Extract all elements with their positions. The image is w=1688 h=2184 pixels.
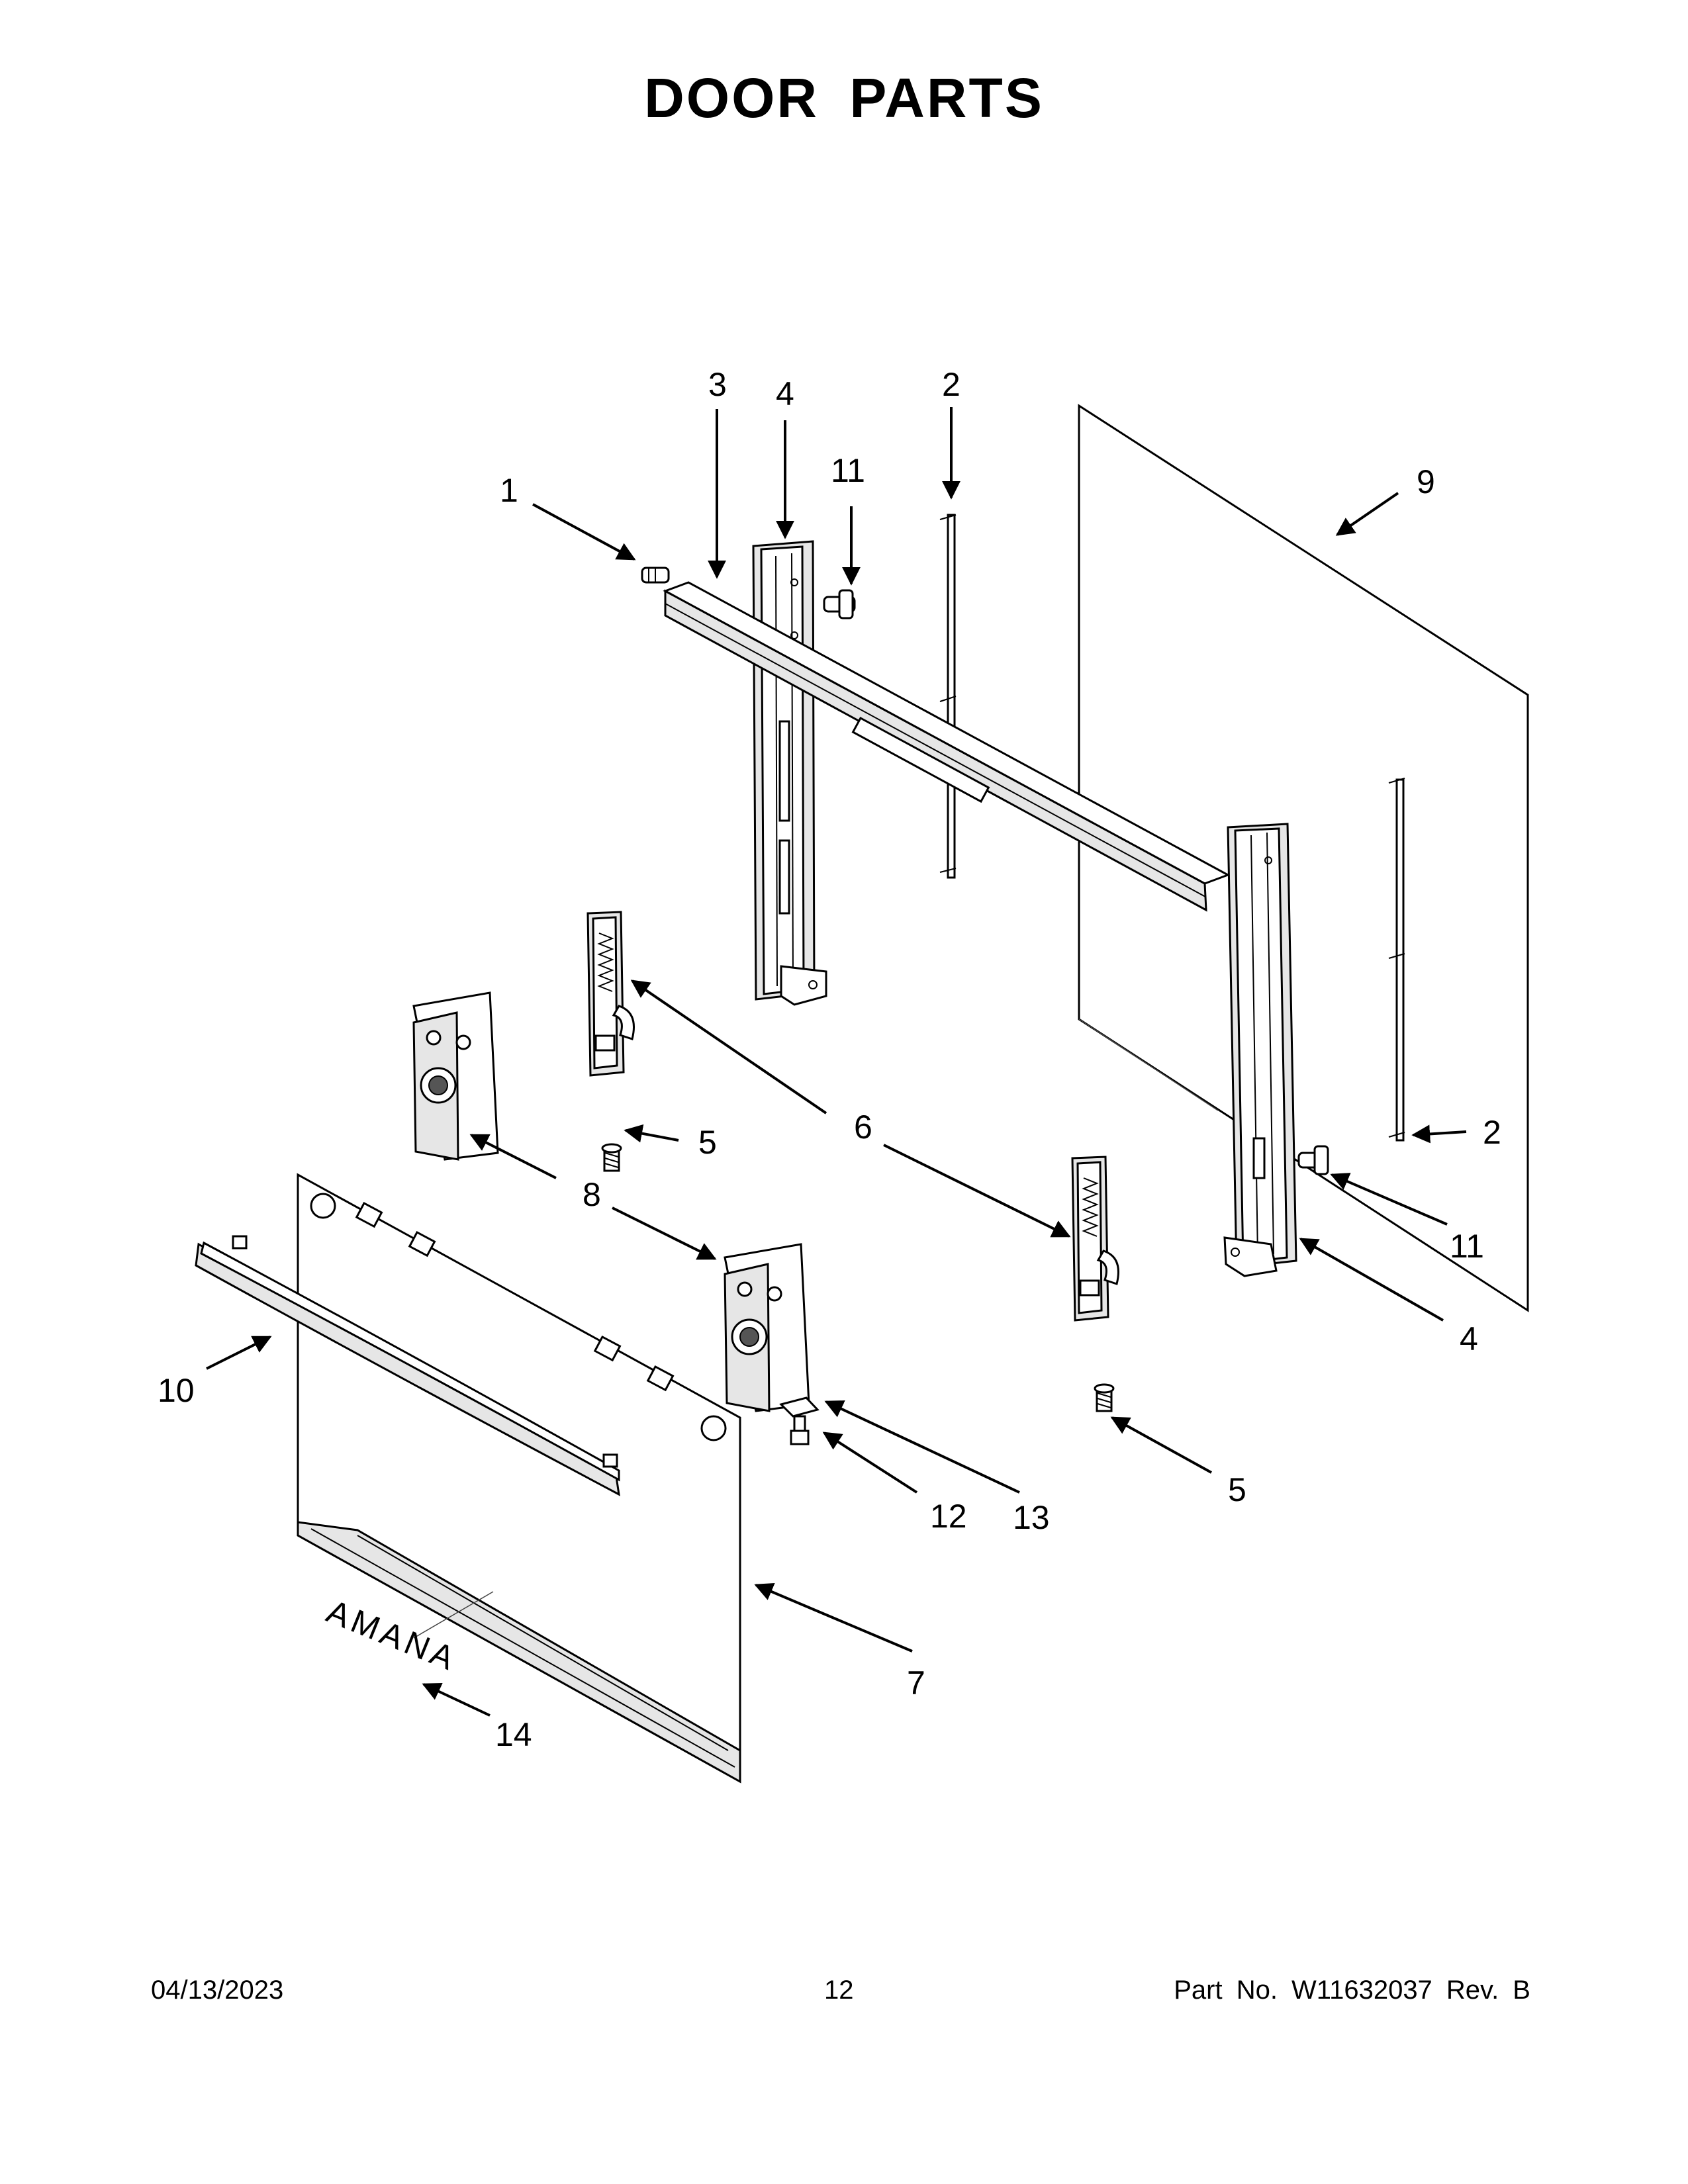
footer-date: 04/13/2023: [151, 1976, 284, 2005]
callout-12: 12: [930, 1498, 967, 1535]
hinge-receptacle-left: [412, 991, 499, 1161]
door-bumper: [790, 1415, 810, 1445]
outer-door-panel: [297, 1173, 741, 1784]
callout-5-left: 5: [698, 1124, 717, 1161]
hinge-right: [1071, 1156, 1119, 1322]
door-handle: [195, 1235, 620, 1496]
callout-2-right: 2: [1483, 1114, 1501, 1151]
page-title: DOOR PARTS: [644, 67, 1044, 129]
callout-9: 9: [1417, 463, 1435, 500]
hinge-left: [586, 911, 635, 1077]
callout-numbers: 1 3 4 11 2 9 6 5 8 2 11 4 10 5 12 13 7 1…: [158, 366, 1501, 1753]
screw-right-frame: [1297, 1145, 1329, 1175]
callout-8: 8: [583, 1176, 601, 1213]
footer-page-number: 12: [824, 1976, 854, 2005]
callout-11-right: 11: [1450, 1228, 1484, 1265]
door-side-frame-right: [1223, 823, 1297, 1277]
callout-1: 1: [500, 472, 518, 509]
footer-part-number: Part No. W11632037 Rev. B: [1174, 1976, 1530, 2005]
hinge-screw-left: [601, 1143, 622, 1172]
callout-13: 13: [1013, 1499, 1050, 1536]
top-door-channel: [663, 581, 1231, 912]
bumper-pad: [779, 1396, 820, 1418]
callout-4-top: 4: [776, 375, 794, 412]
glass-retainer-right: [1388, 778, 1405, 1142]
callout-10: 10: [158, 1372, 195, 1409]
callout-6: 6: [854, 1109, 872, 1146]
hinge-screw-right: [1094, 1383, 1115, 1412]
hinge-receptacle-right: [724, 1243, 810, 1412]
callout-14: 14: [495, 1716, 532, 1753]
callout-11-top: 11: [831, 452, 865, 489]
callout-2-top: 2: [942, 366, 961, 403]
screw-top-left: [641, 567, 670, 584]
door-side-frame-left: [752, 540, 827, 1006]
callout-4-right: 4: [1460, 1320, 1478, 1357]
glass-retainer-left: [939, 514, 957, 879]
leader-lines: [206, 407, 1467, 1717]
screw-top-hinge: [823, 589, 856, 619]
callout-7: 7: [907, 1664, 925, 1702]
callout-3: 3: [708, 366, 727, 403]
callout-5-right: 5: [1228, 1471, 1246, 1508]
